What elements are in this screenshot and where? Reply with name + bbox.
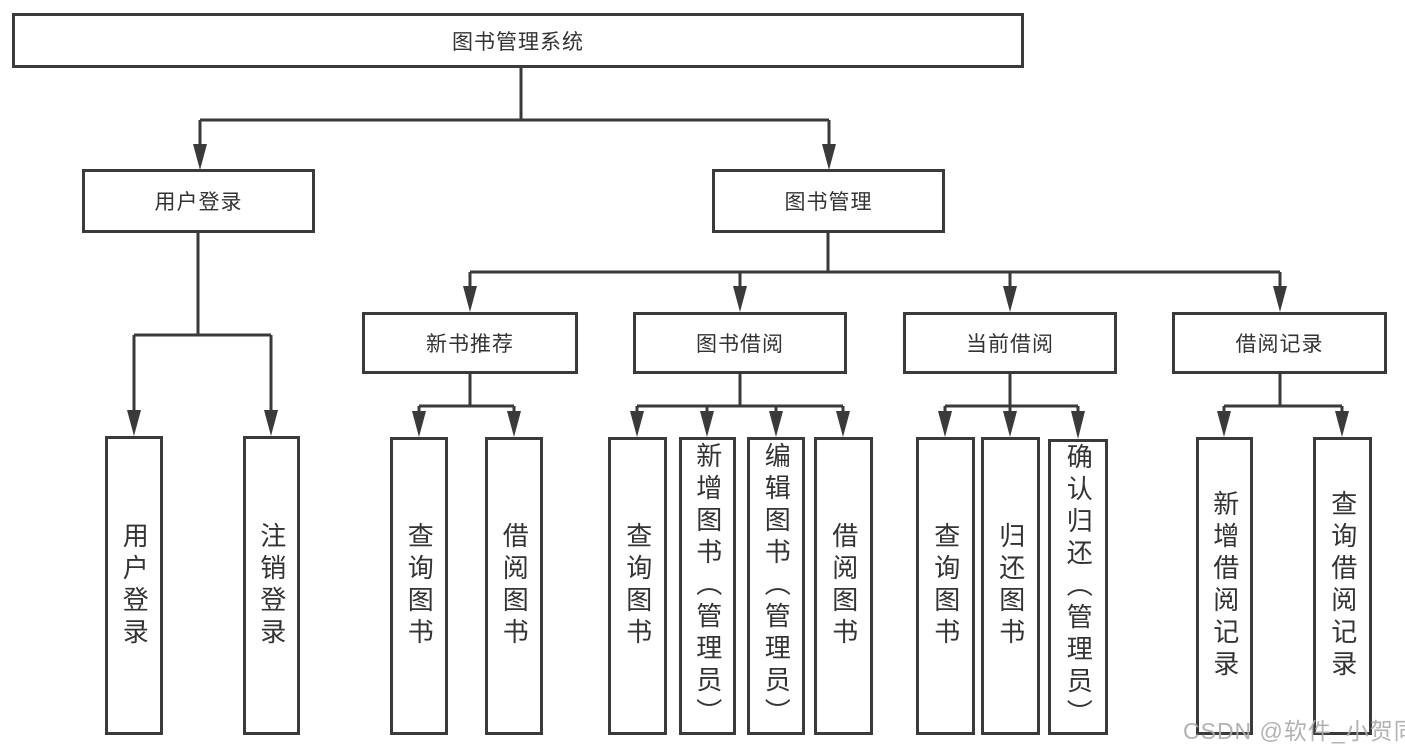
leaf-borrow-book-1-label: 借阅图书 xyxy=(499,522,530,650)
leaf-logout-label: 注销登录 xyxy=(256,521,287,650)
leaf-confirm-return-admin: 确认归还（管理员） xyxy=(1048,439,1108,735)
leaf-confirm-return-admin-label: 确认归还（管理员） xyxy=(1063,443,1094,731)
leaf-borrow-book-2-label: 借阅图书 xyxy=(828,522,859,650)
node-book-borrow-label: 图书借阅 xyxy=(696,333,784,356)
node-book-borrow: 图书借阅 xyxy=(633,312,847,374)
node-new-book-recommend: 新书推荐 xyxy=(362,312,578,374)
leaf-add-borrow-record-label: 新增借阅记录 xyxy=(1209,490,1240,682)
node-book-management-label: 图书管理 xyxy=(784,191,873,214)
leaf-edit-book-admin-label: 编辑图书（管理员） xyxy=(761,442,792,730)
leaf-return-book-label: 归还图书 xyxy=(995,522,1026,650)
node-user-login: 用户登录 xyxy=(82,169,315,233)
node-root: 图书管理系统 xyxy=(12,13,1024,68)
leaf-query-book-2-label: 查询图书 xyxy=(622,522,653,650)
node-user-login-label: 用户登录 xyxy=(154,191,243,214)
leaf-query-book-3: 查询图书 xyxy=(916,437,975,735)
node-borrow-records-label: 借阅记录 xyxy=(1235,333,1324,356)
leaf-user-login: 用户登录 xyxy=(105,436,163,735)
csdn-watermark: CSDN @软件_小贺同学 xyxy=(1183,718,1405,744)
node-current-borrow: 当前借阅 xyxy=(903,312,1117,374)
leaf-add-borrow-record: 新增借阅记录 xyxy=(1196,437,1253,735)
leaf-borrow-book-2: 借阅图书 xyxy=(814,437,873,735)
leaf-borrow-book-1: 借阅图书 xyxy=(485,437,543,735)
leaf-query-book-2: 查询图书 xyxy=(608,437,667,735)
leaf-return-book: 归还图书 xyxy=(981,437,1040,735)
node-book-management: 图书管理 xyxy=(712,169,945,233)
leaf-query-book-3-label: 查询图书 xyxy=(930,522,961,650)
node-root-label: 图书管理系统 xyxy=(452,30,584,54)
leaf-query-borrow-record-label: 查询借阅记录 xyxy=(1327,490,1358,682)
leaf-query-borrow-record: 查询借阅记录 xyxy=(1313,437,1372,735)
leaf-logout: 注销登录 xyxy=(243,436,300,735)
leaf-query-book-1-label: 查询图书 xyxy=(404,522,435,650)
arrowheads xyxy=(127,144,1349,439)
node-current-borrow-label: 当前借阅 xyxy=(966,333,1054,356)
leaf-query-book-1: 查询图书 xyxy=(390,437,448,735)
leaf-add-book-admin: 新增图书（管理员） xyxy=(679,437,736,735)
node-borrow-records: 借阅记录 xyxy=(1172,312,1387,374)
leaf-add-book-admin-label: 新增图书（管理员） xyxy=(692,442,723,730)
node-new-book-recommend-label: 新书推荐 xyxy=(426,333,514,356)
leaf-user-login-label: 用户登录 xyxy=(119,521,150,650)
leaf-edit-book-admin: 编辑图书（管理员） xyxy=(747,437,805,735)
